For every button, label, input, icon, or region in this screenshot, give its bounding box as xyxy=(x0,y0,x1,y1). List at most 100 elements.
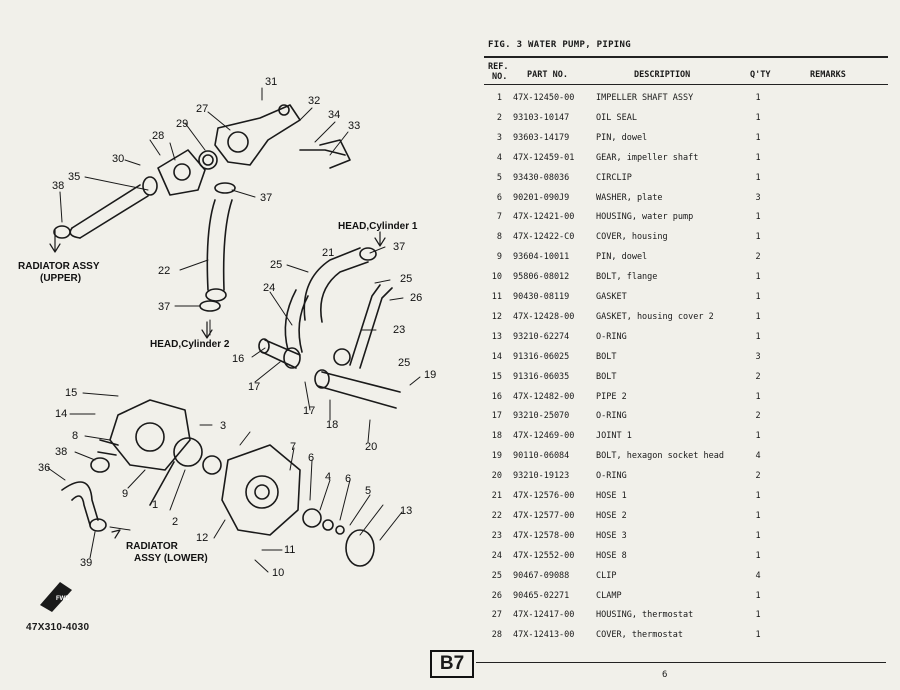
description-cell: JOINT 1 xyxy=(596,431,632,442)
head-cylinder-1-label: HEAD,Cylinder 1 xyxy=(338,221,418,232)
qty-cell: 1 xyxy=(755,112,761,123)
description-cell: CLAMP xyxy=(596,590,622,601)
description-cell: BOLT xyxy=(596,371,617,382)
description-cell: PIN, dowel xyxy=(596,252,648,263)
callout: 12 xyxy=(196,532,208,544)
description-cell: GEAR, impeller shaft xyxy=(596,152,699,163)
diagram-code: 47X310-4030 xyxy=(26,622,90,633)
callout: 6 xyxy=(345,473,351,485)
callout: 27 xyxy=(196,103,208,115)
description-cell: GASKET, housing cover 2 xyxy=(596,311,714,322)
ref-cell: 7 xyxy=(496,212,502,223)
callout: 35 xyxy=(68,171,80,183)
description-cell: COVER, housing xyxy=(596,232,668,243)
ref-cell: 28 xyxy=(491,630,502,641)
ref-cell: 19 xyxy=(491,451,502,462)
qty-cell: 3 xyxy=(755,351,761,362)
ref-cell: 11 xyxy=(491,292,502,302)
ref-cell: 27 xyxy=(491,610,502,621)
head-cylinder-2-label: HEAD,Cylinder 2 xyxy=(150,339,230,350)
ref-cell: 16 xyxy=(491,391,502,402)
ref-cell: 3 xyxy=(496,132,502,143)
callout: 17 xyxy=(248,381,260,393)
description-cell: CIRCLIP xyxy=(596,172,632,183)
part-no-cell: 47X-12482-00 xyxy=(513,391,575,402)
part-no-cell: 93210-62274 xyxy=(513,331,570,342)
callout: 17 xyxy=(303,405,315,417)
qty-cell: 1 xyxy=(755,550,761,561)
qty-cell: 1 xyxy=(755,331,761,342)
ref-cell: 2 xyxy=(496,112,502,123)
qty-cell: 1 xyxy=(755,530,761,541)
page-number: 6 xyxy=(662,670,668,680)
ref-cell: 12 xyxy=(491,311,502,322)
ref-cell: 8 xyxy=(496,232,502,243)
qty-cell: 1 xyxy=(755,630,761,641)
part-no-cell: 47X-12577-00 xyxy=(513,510,575,521)
ref-cell: 4 xyxy=(496,152,502,163)
description-cell: BOLT, hexagon socket head xyxy=(596,451,724,462)
callout: 6 xyxy=(308,452,314,464)
description-cell: GASKET xyxy=(596,292,627,302)
part-no-cell: 93210-19123 xyxy=(513,471,570,482)
header-remarks: REMARKS xyxy=(810,70,846,80)
figure-title: FIG. 3 WATER PUMP, PIPING xyxy=(488,40,631,50)
callout: 1 xyxy=(152,499,158,511)
description-cell: HOSE 2 xyxy=(596,510,627,521)
ref-cell: 21 xyxy=(491,491,502,501)
callout: 39 xyxy=(80,557,92,569)
header-ref-line1: REF. xyxy=(488,62,509,72)
ref-cell: 24 xyxy=(491,550,502,561)
qty-cell: 1 xyxy=(755,272,761,283)
header-top-rule xyxy=(484,56,888,58)
part-no-cell: 90430-08119 xyxy=(513,292,570,302)
header-part-no: PART NO. xyxy=(527,70,568,80)
callout: 32 xyxy=(308,95,320,107)
part-no-cell: 95806-08012 xyxy=(513,272,570,283)
callout: 25 xyxy=(398,357,410,369)
callout: 24 xyxy=(263,282,275,294)
ref-cell: 13 xyxy=(491,331,502,342)
description-cell: O-RING xyxy=(596,471,627,482)
qty-cell: 1 xyxy=(755,391,761,402)
callout: 7 xyxy=(290,441,296,453)
callout: 18 xyxy=(326,419,338,431)
radiator-upper-label: RADIATOR ASSY xyxy=(18,261,100,272)
callout: 3 xyxy=(220,420,226,432)
description-cell: HOUSING, thermostat xyxy=(596,610,694,621)
callout: 19 xyxy=(424,369,436,381)
description-cell: OIL SEAL xyxy=(596,112,637,123)
part-no-cell: 93103-10147 xyxy=(513,112,570,123)
qty-cell: 2 xyxy=(755,471,761,482)
header-ref: REF. NO. xyxy=(488,62,508,82)
header-qty: Q'TY xyxy=(750,70,771,80)
ref-cell: 5 xyxy=(496,172,502,183)
callout: 31 xyxy=(265,76,277,88)
description-cell: HOSE 3 xyxy=(596,530,627,541)
part-no-cell: 93603-14179 xyxy=(513,132,570,143)
radiator-lower-label: RADIATOR xyxy=(126,541,179,552)
qty-cell: 1 xyxy=(755,431,761,442)
description-cell: BOLT xyxy=(596,351,617,362)
ref-cell: 14 xyxy=(491,351,502,362)
ref-cell: 17 xyxy=(491,411,502,422)
description-cell: COVER, thermostat xyxy=(596,630,683,641)
ref-cell: 15 xyxy=(491,371,502,382)
header-description: DESCRIPTION xyxy=(634,70,691,80)
part-no-cell: 91316-06025 xyxy=(513,351,570,362)
